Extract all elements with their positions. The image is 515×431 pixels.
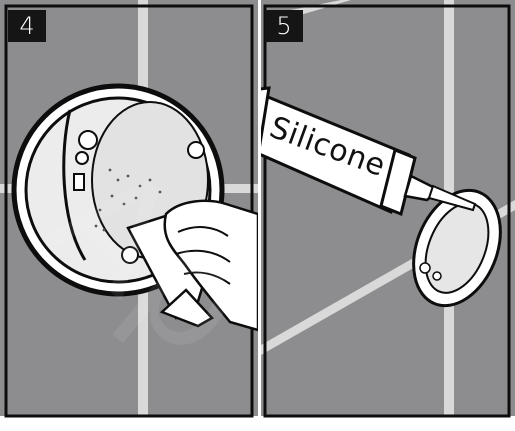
- step-number-badge: 4: [8, 10, 46, 42]
- step-number-badge: 5: [265, 10, 303, 42]
- step-4-illustration: Ap: [0, 0, 258, 431]
- step-5-illustration: [261, 0, 515, 431]
- step-4-panel: Ap 4: [0, 0, 258, 431]
- step-5-panel: 5 Silicone: [261, 0, 515, 431]
